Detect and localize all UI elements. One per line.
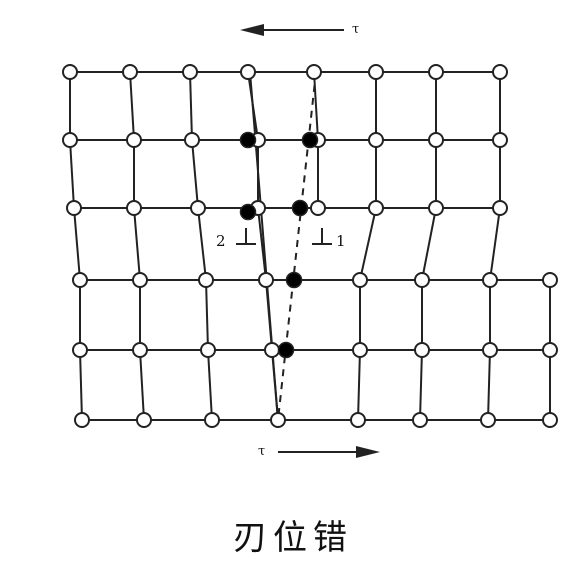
- open-atom: [126, 132, 142, 148]
- open-atom: [306, 64, 322, 80]
- open-atom: [184, 132, 200, 148]
- shear-stress-bottom-arrowhead: [356, 446, 380, 458]
- vertical-bond: [487, 349, 491, 421]
- vertical-bond: [207, 349, 213, 421]
- solid-atom: [291, 199, 309, 217]
- slip-lines: [249, 71, 317, 421]
- open-atom: [414, 272, 430, 288]
- solid-atom: [239, 131, 257, 149]
- open-atom: [62, 132, 78, 148]
- vertical-bond: [419, 349, 423, 421]
- open-atom: [66, 200, 82, 216]
- open-atom: [240, 64, 256, 80]
- open-atom: [136, 412, 152, 428]
- solid-atom: [239, 203, 257, 221]
- open-atom: [122, 64, 138, 80]
- vertical-bond: [489, 207, 501, 281]
- shear-stress-bottom-label: τ: [258, 444, 266, 459]
- open-atom: [204, 412, 220, 428]
- vertical-bond: [313, 71, 319, 141]
- solid-atom: [277, 341, 295, 359]
- open-atom: [428, 200, 444, 216]
- open-atom: [352, 342, 368, 358]
- open-atom: [492, 200, 508, 216]
- open-atom: [482, 342, 498, 358]
- open-atom: [492, 64, 508, 80]
- open-atom: [200, 342, 216, 358]
- open-atom: [480, 412, 496, 428]
- vertical-bond: [189, 71, 193, 141]
- open-atom: [310, 200, 326, 216]
- open-atom: [132, 272, 148, 288]
- open-atom: [492, 132, 508, 148]
- solid-atom: [285, 271, 303, 289]
- open-atom: [368, 132, 384, 148]
- open-atom: [428, 64, 444, 80]
- open-atom: [72, 342, 88, 358]
- dislocation-symbols: [236, 228, 332, 245]
- shear-stress-top-label: τ: [352, 22, 360, 37]
- open-atom: [198, 272, 214, 288]
- open-atom: [132, 342, 148, 358]
- open-atom: [352, 272, 368, 288]
- half-plane-line-2: [249, 71, 279, 421]
- open-atom: [264, 342, 280, 358]
- edge-dislocation-lattice: [62, 24, 558, 458]
- solid-atom: [301, 131, 319, 149]
- open-atom: [270, 412, 286, 428]
- vertical-bond: [257, 207, 267, 281]
- open-atom: [542, 412, 558, 428]
- vertical-bond: [129, 71, 135, 141]
- vertical-bond: [139, 349, 145, 421]
- vertical-bond: [197, 207, 207, 281]
- open-atom: [258, 272, 274, 288]
- vertical-bond: [357, 349, 361, 421]
- open-atom: [72, 272, 88, 288]
- vertical-bond: [421, 207, 437, 281]
- dislocation-1-label: 1: [336, 232, 346, 250]
- vertical-bond: [73, 207, 81, 281]
- open-atom: [368, 64, 384, 80]
- figure-caption: 刃位错: [233, 518, 353, 558]
- vertical-bond: [359, 207, 377, 281]
- shear-stress-top-arrowhead: [240, 24, 264, 36]
- half-plane-line-1-dashed: [277, 71, 317, 421]
- lattice-atoms: [62, 64, 558, 428]
- open-atom: [182, 64, 198, 80]
- vertical-bond: [69, 139, 75, 209]
- vertical-bond: [79, 349, 83, 421]
- open-atom: [414, 342, 430, 358]
- open-atom: [74, 412, 90, 428]
- open-atom: [428, 132, 444, 148]
- open-atom: [62, 64, 78, 80]
- open-atom: [350, 412, 366, 428]
- dislocation-2-label: 2: [216, 232, 226, 250]
- open-atom: [368, 200, 384, 216]
- open-atom: [542, 342, 558, 358]
- vertical-bond: [205, 279, 209, 351]
- vertical-bond: [133, 207, 141, 281]
- stress-arrows: [240, 24, 380, 458]
- vertical-bond: [191, 139, 199, 209]
- open-atom: [542, 272, 558, 288]
- open-atom: [126, 200, 142, 216]
- open-atom: [190, 200, 206, 216]
- open-atom: [412, 412, 428, 428]
- open-atom: [482, 272, 498, 288]
